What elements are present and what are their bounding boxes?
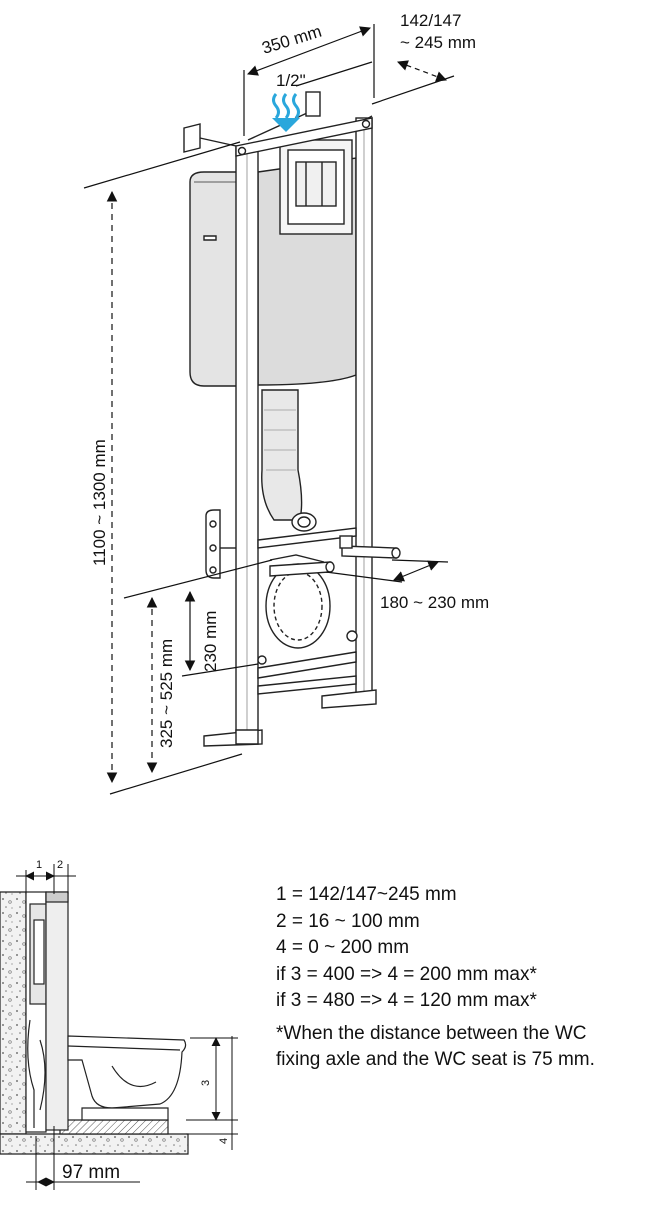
fixing-axle-left xyxy=(269,561,331,577)
bottom-label: 97 mm xyxy=(62,1162,120,1183)
side-dimension-lines xyxy=(16,864,238,1190)
floor-finish xyxy=(59,1119,169,1135)
legend-line-4: if 3 = 400 => 4 = 200 mm max* xyxy=(276,963,537,985)
wall-panel xyxy=(45,891,69,1131)
wall-concrete xyxy=(0,891,27,1135)
mark-2: 2 xyxy=(57,859,63,871)
outlet-height-label: 325 ~ 525 mm xyxy=(157,639,176,748)
right-foot xyxy=(321,689,377,709)
drain-pipe xyxy=(261,389,303,521)
mark-1: 1 xyxy=(36,859,42,871)
axle-height-label: 230 mm xyxy=(201,611,220,672)
top-dimension-lines xyxy=(83,24,455,795)
legend-line-3: 4 = 0 ~ 200 mm xyxy=(276,937,410,958)
legend-line-2: 2 = 16 ~ 100 mm xyxy=(276,910,420,932)
depth-label-line1: 142/147 xyxy=(400,11,461,30)
legend-line-1: 1 = 142/147~245 mm xyxy=(276,884,457,905)
inlet-label: 1/2" xyxy=(276,71,306,90)
cistern-tank xyxy=(189,171,241,387)
depth-label-line2: ~ 245 mm xyxy=(400,33,476,52)
frame-illustration xyxy=(183,91,401,747)
floor-concrete xyxy=(0,1133,189,1155)
dimension-legend: 1 = 142/147~245 mm 2 = 16 ~ 100 mm 4 = 0… xyxy=(276,882,636,1073)
side-section-drawing xyxy=(0,891,189,1155)
legend-line-5: if 3 = 480 => 4 = 120 mm max* xyxy=(276,990,537,1011)
axle-spacing-label: 180 ~ 230 mm xyxy=(380,593,489,612)
side-dimension-labels: 1 2 3 4 97 mm xyxy=(36,859,230,1183)
mark-3: 3 xyxy=(200,1080,212,1086)
height-label: 1100 ~ 1300 mm xyxy=(90,439,109,566)
toilet-bowl xyxy=(67,1035,187,1109)
width-label: 350 mm xyxy=(260,22,324,58)
top-dimension-labels: 350 mm 142/147 ~ 245 mm 1/2" 1100 ~ 1300… xyxy=(90,11,489,748)
mark-4: 4 xyxy=(218,1138,230,1144)
water-inlet-arrow xyxy=(272,93,300,132)
legend-note: *When the distance between the WC fixing… xyxy=(276,1022,595,1070)
